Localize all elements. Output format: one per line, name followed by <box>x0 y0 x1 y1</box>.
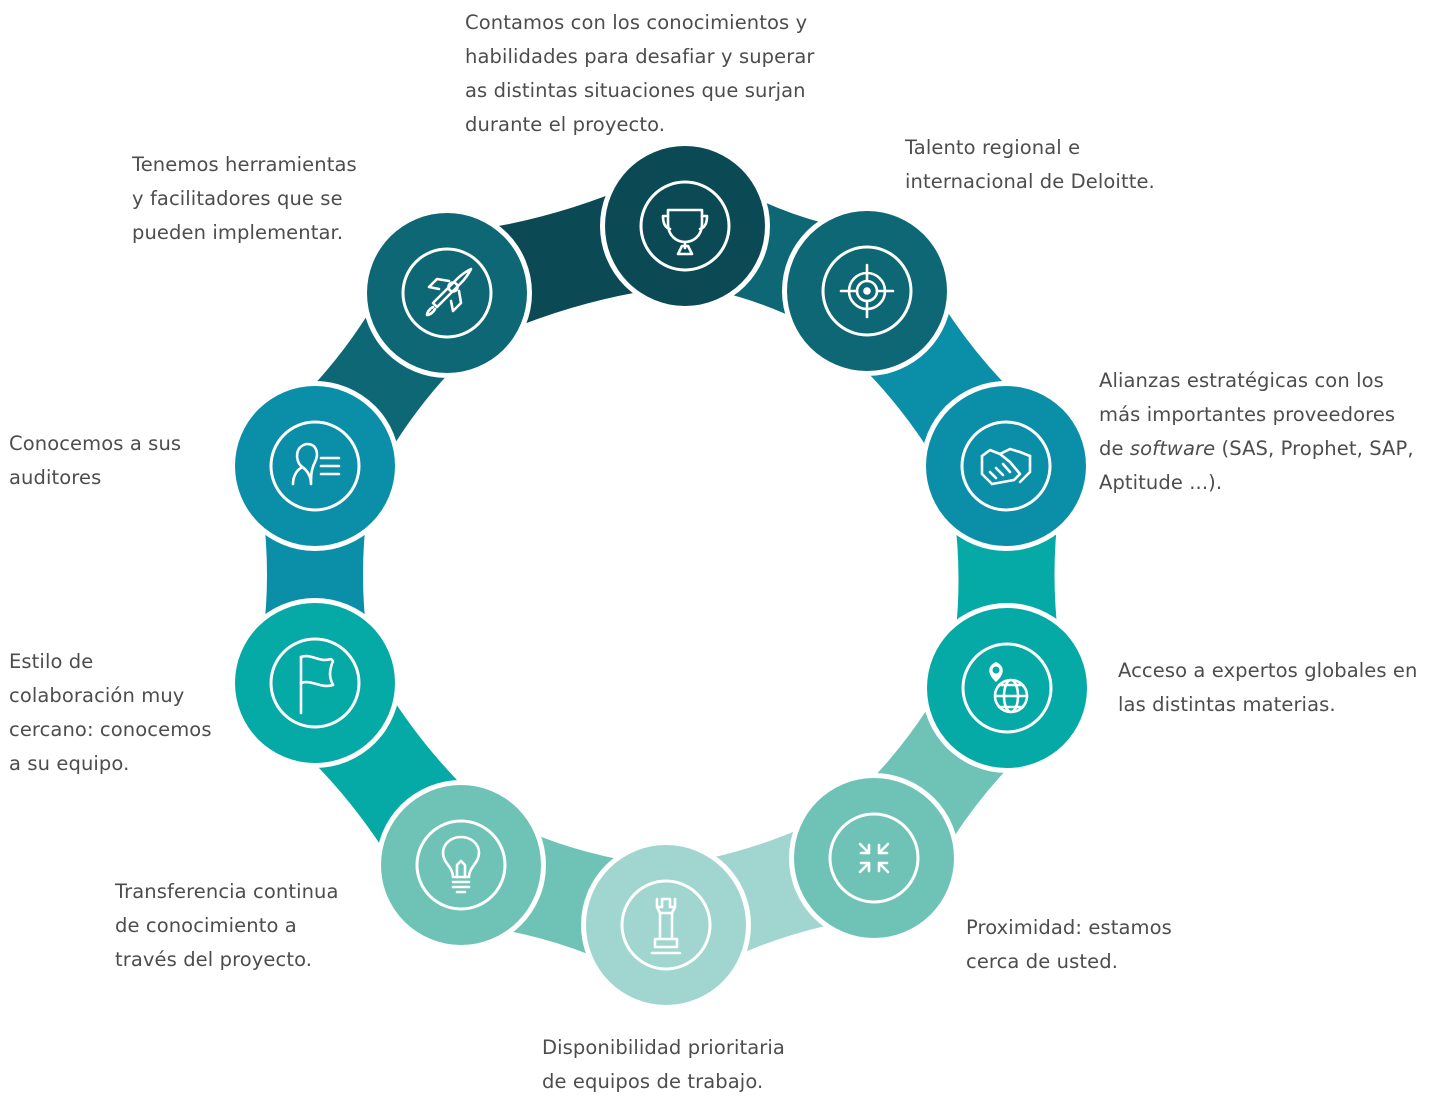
label-compress: Proximidad: estamos cerca de usted. <box>966 916 1172 973</box>
icon-ring <box>961 642 1053 734</box>
node-bulb <box>376 780 546 950</box>
node-trophy <box>600 141 770 311</box>
icon-ring <box>639 180 731 272</box>
globe-location-icon <box>989 662 1029 714</box>
icon-ring <box>415 819 507 911</box>
label-bulb: Transferencia continua de conocimiento a… <box>115 880 339 971</box>
icon-ring <box>960 420 1052 512</box>
ring-nodes <box>230 141 1092 1010</box>
node-chess <box>581 840 751 1010</box>
node-globe <box>922 603 1092 773</box>
trophy-icon <box>661 208 709 256</box>
icon-ring <box>828 812 920 904</box>
chess-rook-icon <box>650 897 682 955</box>
icon-ring <box>401 247 493 339</box>
node-handshake <box>921 381 1091 551</box>
target-icon <box>839 263 895 319</box>
node-disc <box>367 213 527 373</box>
rocket-icon <box>425 267 473 317</box>
node-disc <box>605 146 765 306</box>
node-disc <box>927 608 1087 768</box>
icon-ring <box>821 245 913 337</box>
label-chess: Disponibilidad prioritaria de equipos de… <box>542 1036 785 1093</box>
label-flag: Estilo de colaboración muy cercano: cono… <box>9 650 212 775</box>
node-disc <box>235 386 395 546</box>
node-rocket <box>362 208 532 378</box>
compress-arrows-icon <box>858 842 890 874</box>
node-target <box>782 206 952 376</box>
label-target: Talento regional e internacional de Delo… <box>905 136 1155 193</box>
label-auditor: Conocemos a sus auditores <box>9 432 182 489</box>
icon-ring <box>269 420 361 512</box>
node-disc <box>381 785 541 945</box>
label-rocket: Tenemos herramientas y facilitadores que… <box>132 153 357 244</box>
label-trophy: Contamos con los conocimientos y habilid… <box>465 11 815 136</box>
node-disc <box>586 845 746 1005</box>
label-globe: Acceso a expertos globales en las distin… <box>1118 659 1418 716</box>
flag-icon <box>299 654 335 715</box>
node-auditor <box>230 381 400 551</box>
lightbulb-icon <box>441 835 481 894</box>
node-compress <box>789 773 959 943</box>
handshake-icon <box>980 447 1032 486</box>
icon-ring <box>620 879 712 971</box>
person-list-icon <box>291 442 341 486</box>
node-disc <box>794 778 954 938</box>
node-flag <box>230 598 400 768</box>
icon-ring <box>269 637 361 729</box>
label-handshake: Alianzas estratégicas con los más import… <box>1099 369 1414 494</box>
